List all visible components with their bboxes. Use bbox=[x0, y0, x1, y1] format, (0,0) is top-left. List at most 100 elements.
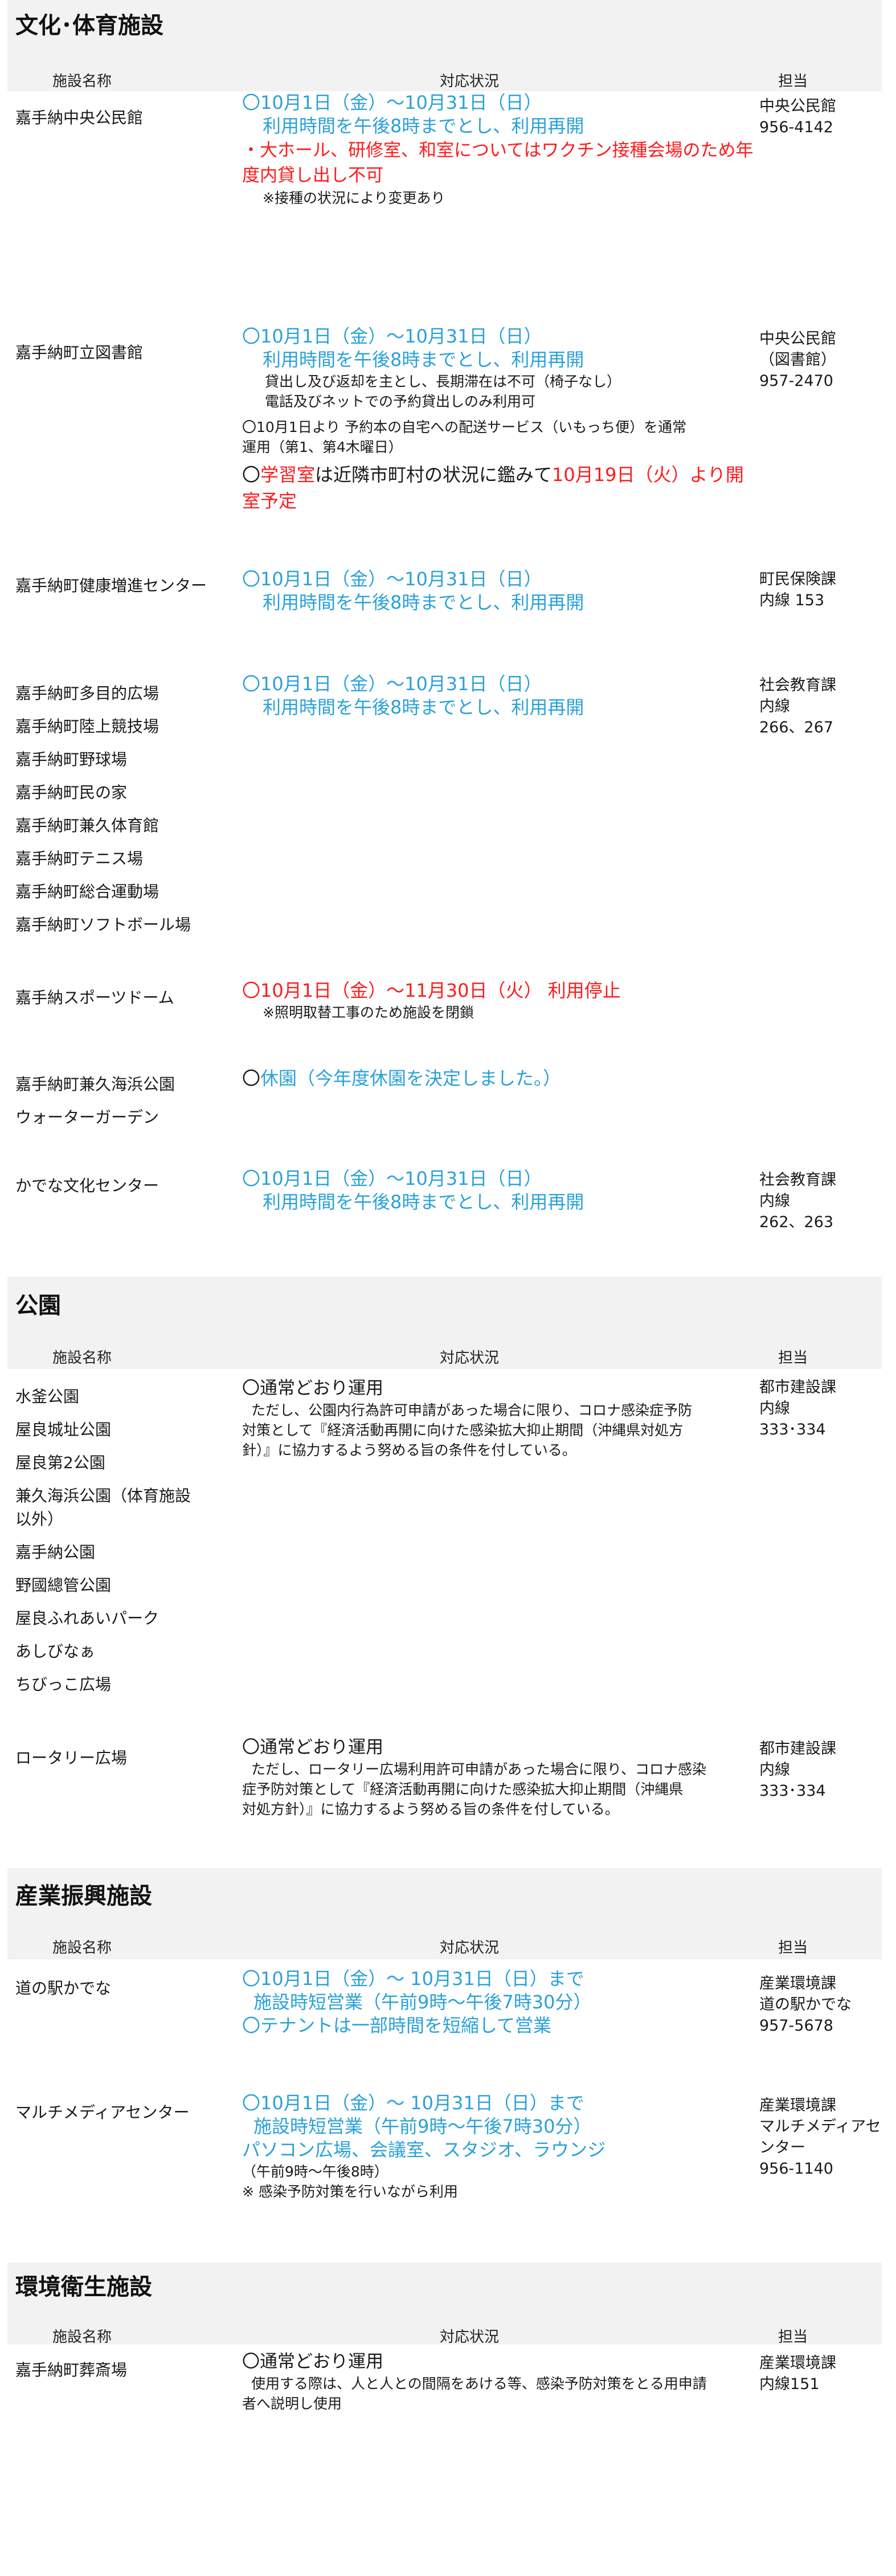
facility-name: 野國總管公園 bbox=[15, 1576, 112, 1595]
contact-dept: 産業環境課 bbox=[759, 2097, 836, 2114]
contact-ext: 内線151 bbox=[759, 2375, 820, 2393]
status-period: 〇10月1日（金）～10月31日（日） bbox=[242, 325, 542, 347]
contact-dept: 都市建設課 bbox=[759, 1740, 836, 1758]
contact-ext: 内線 bbox=[759, 698, 790, 715]
facility-name: あしびなぁ bbox=[15, 1642, 96, 1661]
facility-name: 兼久海浜公園（体育施設 bbox=[15, 1486, 191, 1505]
status-detail: 利用時間を午後8時までとし、利用再開 bbox=[263, 696, 584, 718]
facility-name: 嘉手納町テニス場 bbox=[15, 849, 144, 868]
section-title: 文化･体育施設 bbox=[15, 13, 163, 39]
status-note: 対処方針）』に協力するよう努める旨の条件を付している。 bbox=[242, 1801, 619, 1817]
status-note: ただし、ロータリー広場利用許可申請があった場合に限り、コロナ感染 bbox=[251, 1761, 707, 1778]
status-note: ※ 感染予防対策を行いながら利用 bbox=[242, 2183, 458, 2200]
status-detail: 利用時間を午後8時までとし、利用再開 bbox=[263, 1191, 584, 1213]
facility-name: 嘉手納町兼久体育館 bbox=[15, 816, 159, 835]
status-closed-year: 休園（今年度休園を決定しました。） bbox=[260, 1067, 562, 1089]
status-period: 〇10月1日（金）～10月31日（日） bbox=[242, 568, 542, 590]
status-normal: 〇通常どおり運用 bbox=[242, 1737, 383, 1758]
contact-phone: 957-5678 bbox=[759, 2017, 833, 2035]
section-title: 公園 bbox=[15, 1293, 61, 1319]
status-cell: 〇通常どおり運用 ただし、公園内行為許可申請があった場合に限り、コロナ感染症予防… bbox=[242, 1377, 755, 1460]
reopen-date: 10月19日（火）より開 bbox=[552, 464, 744, 486]
status-cell: 〇10月1日（金）～11月30日（火） 利用停止 ※照明取替工事のため施設を閉鎖 bbox=[242, 979, 755, 1022]
facility-name-list: 嘉手納町多目的広場 嘉手納町陸上競技場 嘉手納町野球場 嘉手納町民の家 嘉手納町… bbox=[15, 682, 191, 946]
contact-sub: （図書館） bbox=[759, 351, 836, 369]
facility-name: 道の駅かでな bbox=[15, 1979, 112, 1998]
status-note: 症予防対策として『経済活動再開に向けた感染拡大抑止期間（沖縄県 bbox=[242, 1781, 684, 1798]
section-title: 環境衛生施設 bbox=[15, 2274, 152, 2300]
status-detail: 〇テナントは一部時間を短縮して営業 bbox=[242, 2015, 552, 2036]
facility-name: ウォーターガーデン bbox=[15, 1108, 159, 1127]
facility-name: ちびっこ広場 bbox=[15, 1675, 112, 1694]
status-cell: 〇10月1日（金）～10月31日（日） 利用時間を午後8時までとし、利用再開 貸… bbox=[242, 325, 755, 514]
status-period: 〇10月1日（金）～10月31日（日） bbox=[242, 673, 542, 695]
facility-name: 嘉手納町陸上競技場 bbox=[15, 717, 159, 736]
facility-name: 水釜公園 bbox=[15, 1387, 80, 1406]
status-note: 貸出し及び返却を主とし、長期滞在は不可（椅子なし） bbox=[265, 373, 621, 390]
contact-ext: 内線 bbox=[759, 1192, 790, 1210]
contact-dept: 社会教育課 bbox=[759, 1171, 836, 1189]
status-note: ※接種の状況により変更あり bbox=[263, 190, 445, 206]
status-note: （午前9時～午後8時） bbox=[242, 2163, 388, 2180]
status-warning: ・大ホール、研修室、和室についてはワクチン接種会場のため年 bbox=[242, 140, 754, 161]
status-study-room: 〇学習室は近隣市町村の状況に鑑みて10月19日（火）より開 bbox=[242, 462, 755, 488]
contact-ext: 内線 bbox=[759, 1761, 790, 1779]
section-title: 産業振興施設 bbox=[15, 1883, 152, 1909]
facility-name: 嘉手納町野球場 bbox=[15, 750, 128, 769]
column-header-contact: 担当 bbox=[778, 73, 808, 90]
status-normal: 〇通常どおり運用 bbox=[242, 1378, 383, 1399]
column-header-status: 対応状況 bbox=[440, 1939, 500, 1957]
section-header-band bbox=[7, 1868, 882, 1959]
facility-name: 嘉手納中央公民館 bbox=[15, 108, 144, 127]
contact-phone: 956-4142 bbox=[759, 119, 833, 136]
contact-sub: ンター bbox=[759, 2139, 805, 2157]
status-normal: 〇通常どおり運用 bbox=[242, 2351, 383, 2372]
column-header-name: 施設名称 bbox=[52, 1939, 112, 1957]
status-detail: パソコン広場、会議室、スタジオ、ラウンジ bbox=[242, 2139, 606, 2161]
status-cell: 〇通常どおり運用 使用する際は、人と人との間隔をあける等、感染予防対策をとる用申… bbox=[242, 2350, 755, 2414]
status-cell: 〇10月1日（金）～10月31日（日） 利用時間を午後8時までとし、利用再開 ・… bbox=[242, 91, 755, 208]
facility-name: 屋良ふれあいパーク bbox=[15, 1609, 159, 1628]
contact-phone: 333･334 bbox=[759, 1421, 826, 1438]
contact-cell: 社会教育課 内線 262、263 bbox=[759, 1169, 836, 1233]
status-note: ただし、公園内行為許可申請があった場合に限り、コロナ感染症予防 bbox=[251, 1402, 693, 1419]
facility-name: 嘉手納町総合運動場 bbox=[15, 882, 159, 901]
status-cell: 〇10月1日（金）～10月31日（日） 利用時間を午後8時までとし、利用再開 bbox=[242, 672, 755, 719]
status-detail: 利用時間を午後8時までとし、利用再開 bbox=[263, 349, 584, 370]
status-note: ※照明取替工事のため施設を閉鎖 bbox=[263, 1004, 474, 1021]
contact-dept: 町民保険課 bbox=[759, 570, 836, 588]
status-detail: 施設時短営業（午前9時～午後7時30分） bbox=[253, 1991, 592, 2013]
status-cell: 〇休園（今年度休園を決定しました。） bbox=[242, 1067, 755, 1090]
facility-name: ロータリー広場 bbox=[15, 1748, 128, 1767]
study-room-text: は近隣市町村の状況に鑑みて bbox=[315, 464, 553, 486]
status-warning-cont: 度内貸し出し不可 bbox=[242, 165, 383, 186]
reopen-date-cont: 室予定 bbox=[242, 490, 297, 512]
facility-name: 屋良城址公園 bbox=[15, 1420, 112, 1439]
facility-name: 嘉手納町多目的広場 bbox=[15, 684, 159, 703]
status-period: 〇10月1日（金）～10月31日（日） bbox=[242, 1168, 542, 1189]
facility-name: マルチメディアセンター bbox=[15, 2103, 190, 2122]
column-header-contact: 担当 bbox=[778, 1350, 808, 1367]
circle-mark: 〇 bbox=[242, 464, 261, 486]
facility-name: 嘉手納町立図書館 bbox=[15, 343, 144, 362]
column-header-status: 対応状況 bbox=[440, 2329, 500, 2346]
column-header-contact: 担当 bbox=[778, 1939, 808, 1957]
contact-cell: 産業環境課 道の駅かでな 957-5678 bbox=[759, 1973, 852, 2036]
facility-name-list: 水釜公園 屋良城址公園 屋良第2公園 兼久海浜公園（体育施設 以外） 嘉手納公園… bbox=[15, 1385, 191, 1706]
section-header-band bbox=[7, 0, 882, 91]
column-header-name: 施設名称 bbox=[52, 1350, 112, 1367]
contact-dept: 都市建設課 bbox=[759, 1379, 836, 1396]
contact-ext: 内線 153 bbox=[759, 592, 825, 609]
column-header-contact: 担当 bbox=[778, 2329, 808, 2346]
status-closed: 〇10月1日（金）～11月30日（火） 利用停止 bbox=[242, 980, 621, 1001]
status-detail: 利用時間を午後8時までとし、利用再開 bbox=[263, 115, 584, 137]
status-note: 対策として『経済活動再開に向けた感染拡大抑止期間（沖縄県対処方 bbox=[242, 1422, 684, 1438]
status-note: 者へ説明し使用 bbox=[242, 2395, 342, 2412]
contact-sub: マルチメディアセ bbox=[759, 2118, 881, 2135]
facility-name: 嘉手納町ソフトボール場 bbox=[15, 915, 191, 934]
contact-phone: 956-1140 bbox=[759, 2160, 833, 2178]
facility-name-list: 嘉手納町兼久海浜公園 ウォーターガーデン bbox=[15, 1073, 175, 1139]
column-header-name: 施設名称 bbox=[52, 2329, 112, 2346]
status-note: 〇10月1日より 予約本の自宅への配送サービス（いもっち便）を通常 bbox=[242, 419, 687, 435]
column-header-status: 対応状況 bbox=[440, 73, 500, 90]
